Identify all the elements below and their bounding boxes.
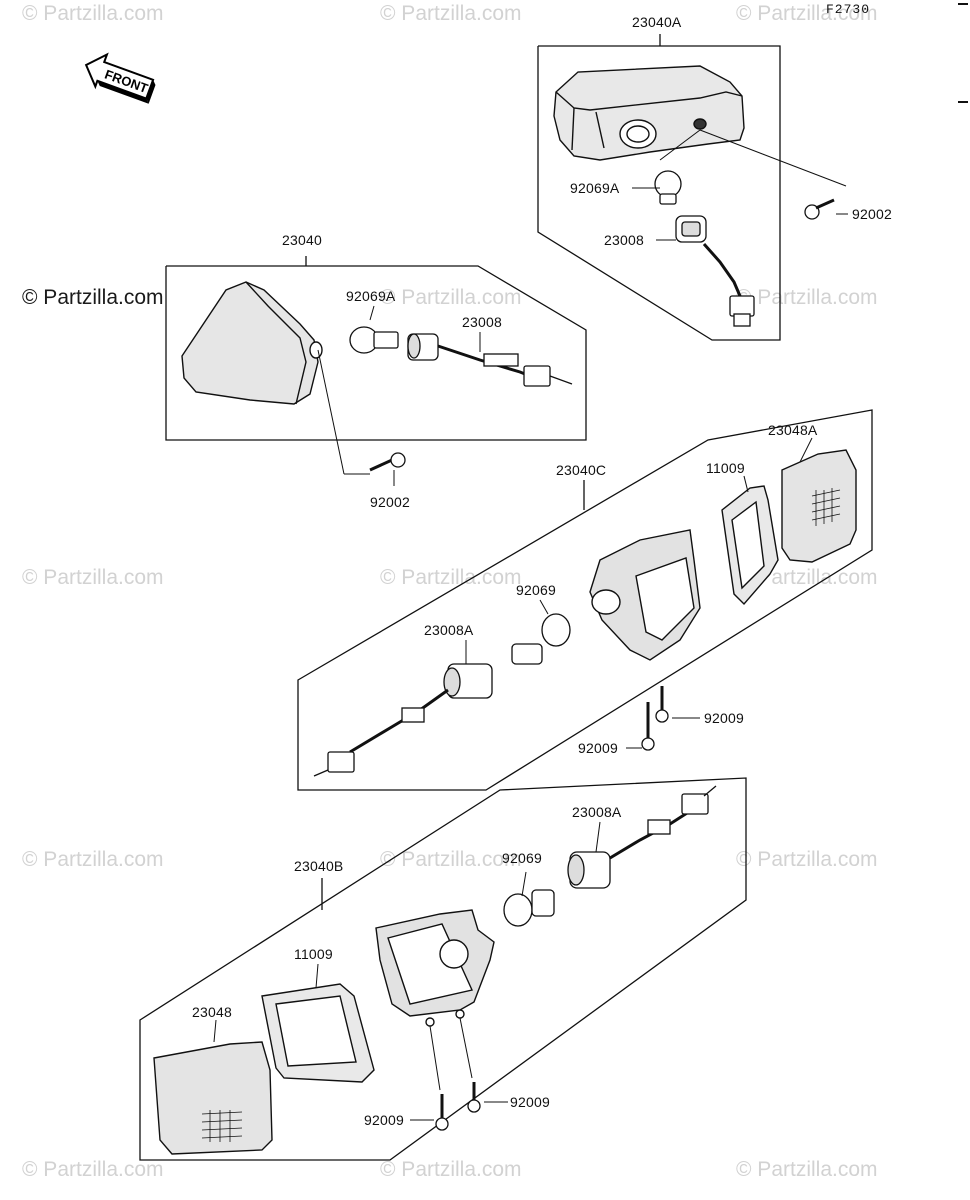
front-arrow-icon: FRONT [84,52,156,104]
watermark: © Partzilla.com [380,1158,522,1181]
screw-92002-top [804,198,835,220]
socket-23008a-c [313,663,493,777]
part-label-92009-b2[interactable]: 92009 [364,1112,404,1128]
part-label-92002-mid[interactable]: 92002 [370,494,410,510]
tail-lamp-23040a [553,65,745,161]
socket-23008-mid [407,333,573,387]
watermark: © Partzilla.com [380,566,522,589]
socket-23008-top [675,215,755,327]
bulb-92069-b [503,889,555,927]
part-label-92069-b[interactable]: 92069 [502,850,542,866]
watermark: © Partzilla.com [736,1158,878,1181]
part-label-23008-mid[interactable]: 23008 [462,314,502,330]
part-label-92009-c2[interactable]: 92009 [578,740,618,756]
watermark: © Partzilla.com [22,566,164,589]
watermark: © Partzilla.com [736,2,878,25]
bulb-92069a-mid [349,326,399,354]
frame-23040a [537,45,781,341]
part-label-92009-c1[interactable]: 92009 [704,710,744,726]
watermark-dark: © Partzilla.com [22,286,164,309]
part-label-23048[interactable]: 23048 [192,1004,232,1020]
part-label-92069a-mid[interactable]: 92069A [346,288,396,304]
part-label-23040[interactable]: 23040 [282,232,322,248]
watermark: © Partzilla.com [736,286,878,309]
part-label-23048a[interactable]: 23048A [768,422,818,438]
part-label-23008a-b[interactable]: 23008A [572,804,622,820]
gasket-11009-b [261,983,375,1083]
bulb-92069-c [511,613,571,665]
part-label-92002-top[interactable]: 92002 [852,206,892,222]
watermark: © Partzilla.com [380,848,522,871]
part-label-23040a[interactable]: 23040A [632,14,682,30]
part-label-11009-c[interactable]: 11009 [706,460,745,476]
screws-92009-c [641,686,669,751]
bulb-92069a-top [654,170,682,205]
frame-23040 [165,265,587,441]
watermark: © Partzilla.com [736,848,878,871]
socket-23008a-b [567,785,717,889]
watermark: © Partzilla.com [22,1158,164,1181]
part-label-92069a-top[interactable]: 92069A [570,180,620,196]
part-label-23040b[interactable]: 23040B [294,858,344,874]
watermark: © Partzilla.com [22,2,164,25]
part-label-23008-top[interactable]: 23008 [604,232,644,248]
lens-23048 [153,1041,273,1155]
watermark: © Partzilla.com [380,2,522,25]
diagram-code: F2730 [826,2,871,17]
lamp-housing-23040b [375,909,495,1027]
frame-23040b [139,777,747,1161]
lens-23048a [781,449,857,563]
gasket-11009-c [721,485,779,606]
part-label-11009-b[interactable]: 11009 [294,946,333,962]
turn-signal-23040 [181,281,323,405]
watermark: © Partzilla.com [380,286,522,309]
frame-23040c [297,409,873,791]
part-label-92069-c[interactable]: 92069 [516,582,556,598]
lamp-housing-23040c [589,529,701,661]
watermark: © Partzilla.com [22,848,164,871]
screw-92002-mid [369,452,406,472]
part-label-92009-b1[interactable]: 92009 [510,1094,550,1110]
part-label-23040c[interactable]: 23040C [556,462,607,478]
part-label-23008a-c[interactable]: 23008A [424,622,474,638]
screws-92009-b [435,1082,481,1131]
